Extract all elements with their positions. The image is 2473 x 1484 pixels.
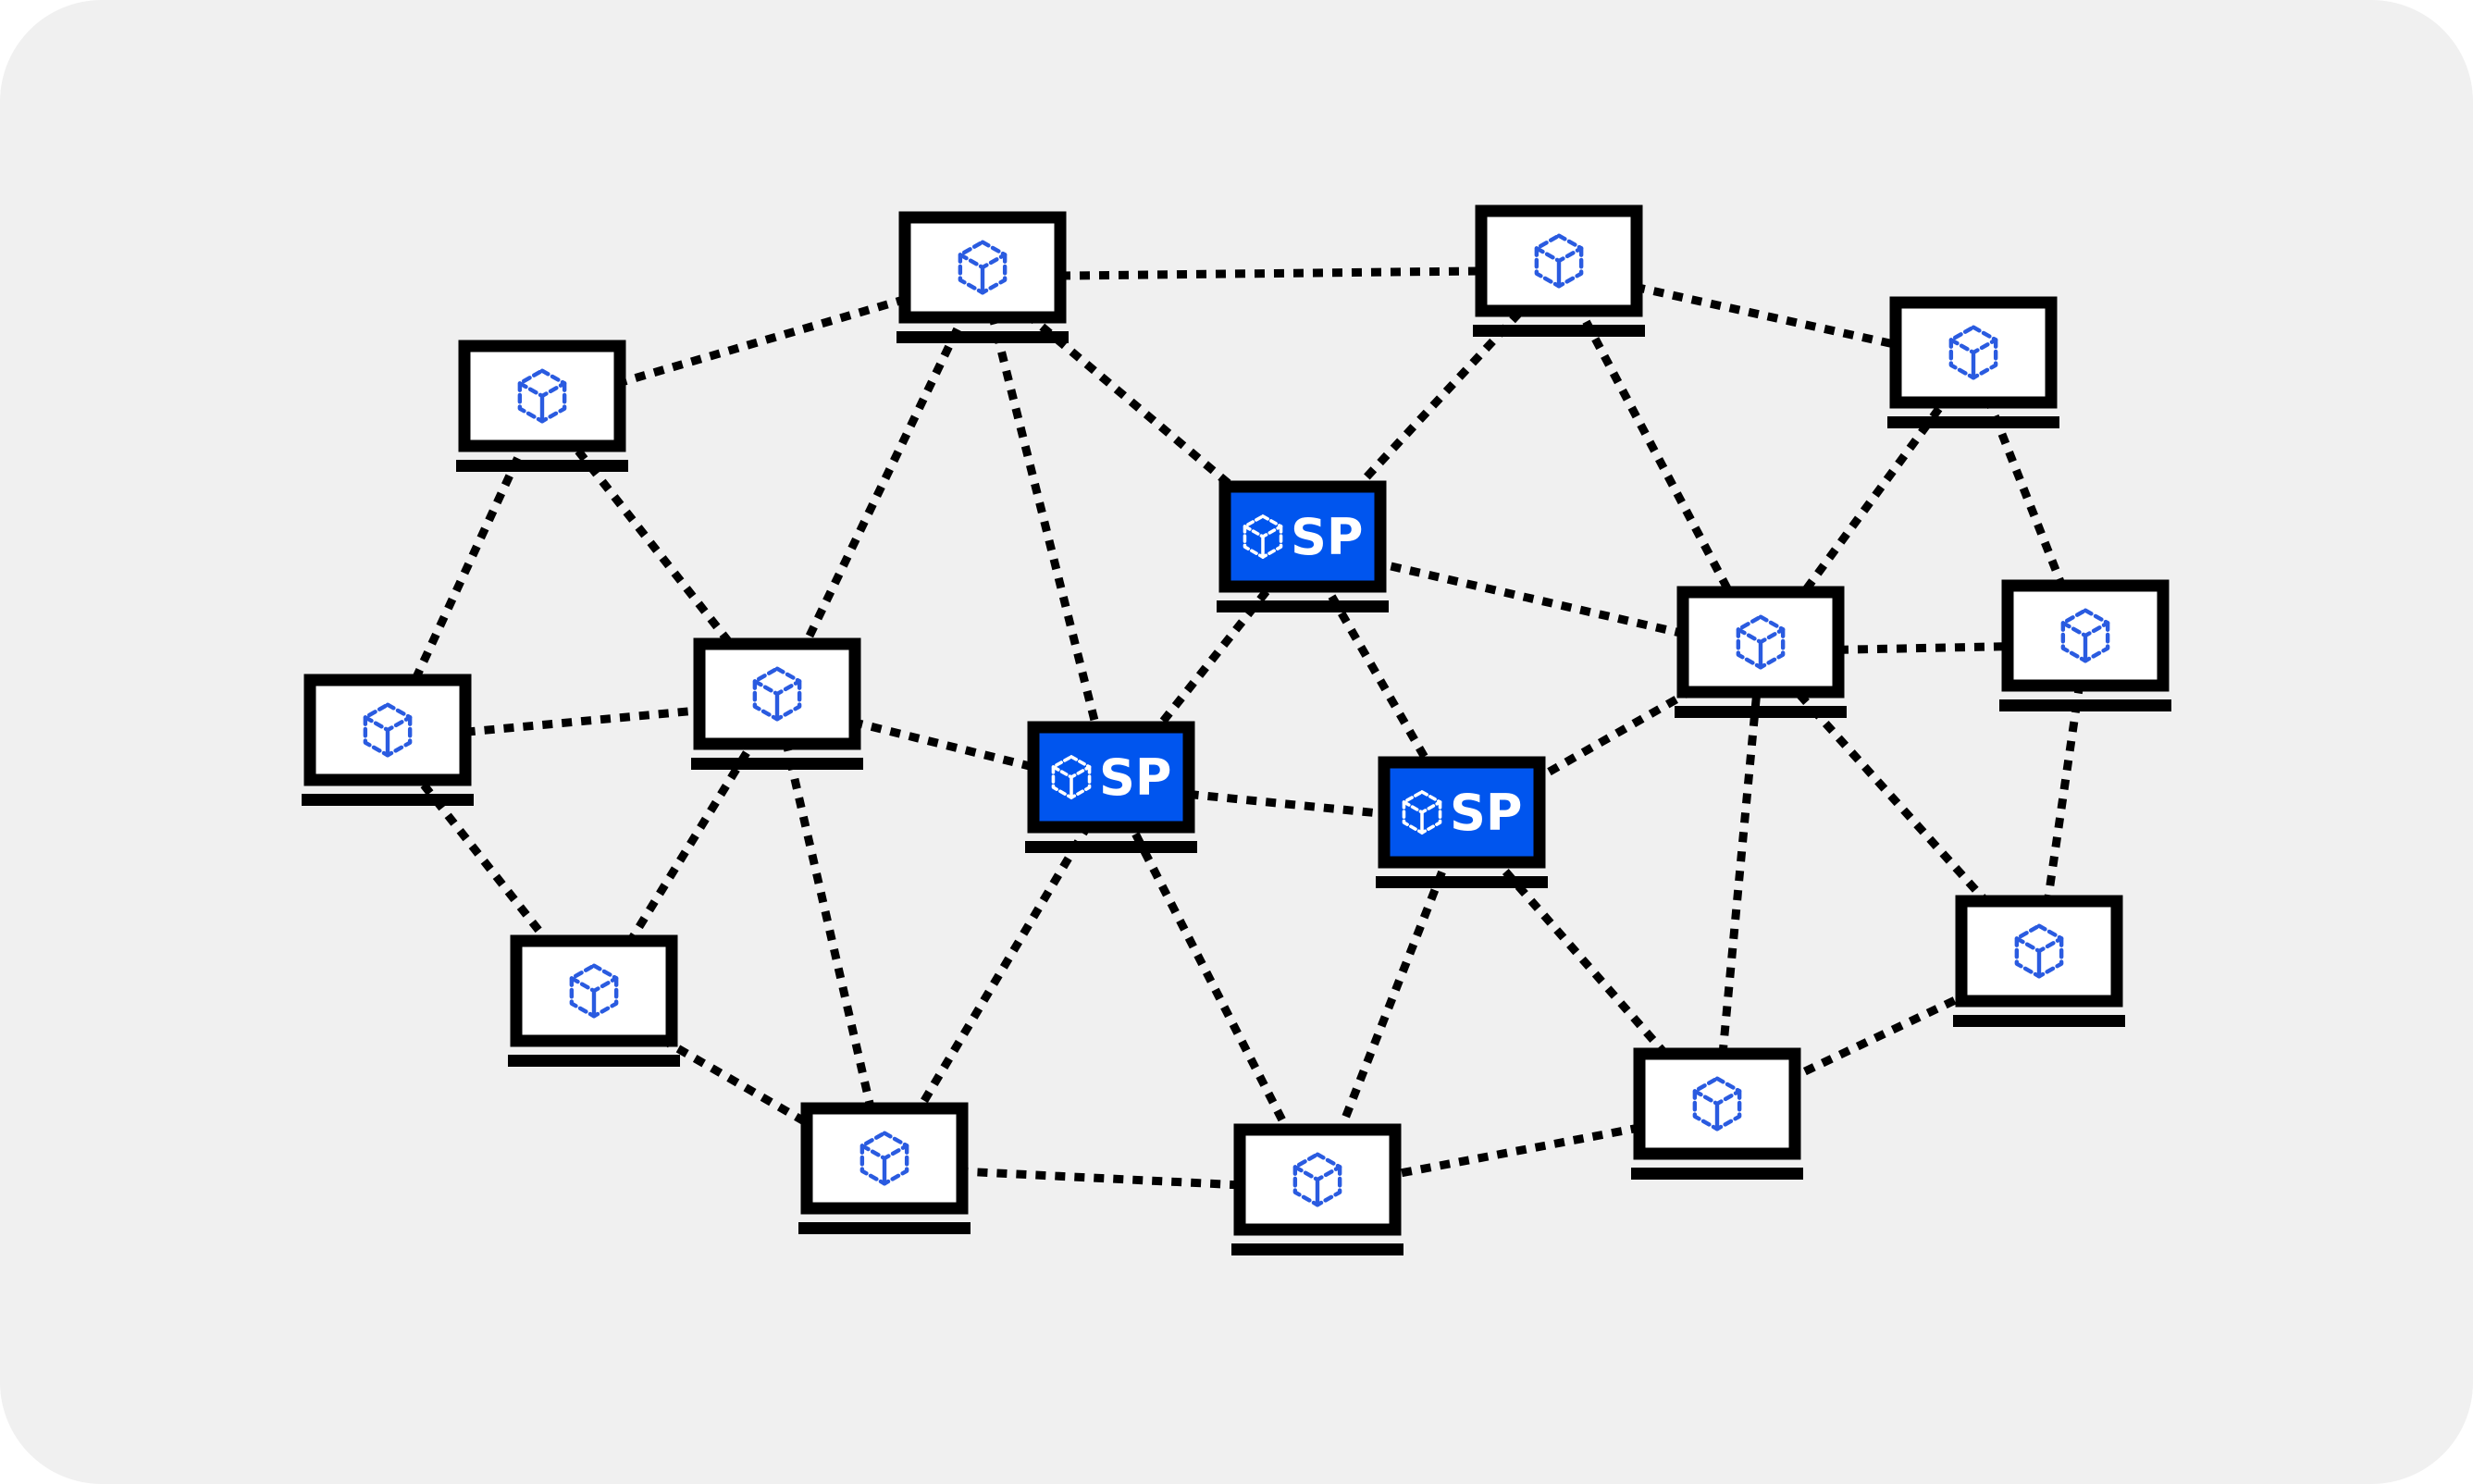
connection-line bbox=[982, 266, 1560, 281]
laptop-screen bbox=[1889, 296, 2058, 409]
laptop-node[interactable] bbox=[1631, 1047, 1803, 1180]
connection-line bbox=[1713, 650, 1765, 1114]
laptop-node[interactable] bbox=[691, 637, 863, 770]
laptop-node[interactable] bbox=[1999, 579, 2171, 711]
laptop-base bbox=[302, 794, 474, 806]
block-cube-icon bbox=[1292, 1152, 1342, 1207]
block-cube-icon bbox=[1402, 790, 1442, 835]
laptop-screen bbox=[1218, 480, 1387, 593]
laptop-base bbox=[1376, 876, 1548, 888]
sp-label: SP bbox=[1291, 508, 1363, 566]
laptop-base bbox=[456, 460, 628, 472]
sp-laptop-node[interactable]: SP bbox=[1376, 756, 1548, 888]
connection-line bbox=[773, 701, 889, 1169]
block-cube-icon bbox=[1736, 614, 1786, 670]
laptop-node[interactable] bbox=[1231, 1123, 1403, 1255]
sp-laptop-node[interactable]: SP bbox=[1025, 721, 1197, 853]
laptop-node[interactable] bbox=[896, 211, 1069, 343]
connection-line bbox=[2034, 644, 2090, 961]
block-cube-icon bbox=[958, 240, 1008, 295]
connection-line bbox=[884, 1163, 1318, 1193]
laptop-base bbox=[1953, 1015, 2125, 1027]
laptop-screen bbox=[1027, 721, 1195, 834]
laptop-base bbox=[508, 1055, 680, 1067]
block-cube-icon bbox=[2014, 923, 2064, 979]
connection-line bbox=[1760, 640, 2086, 656]
laptop-screen bbox=[1378, 756, 1546, 869]
laptop-node[interactable] bbox=[302, 674, 474, 806]
laptop-base bbox=[1675, 706, 1847, 718]
block-cube-icon bbox=[363, 702, 413, 758]
laptop-node[interactable] bbox=[456, 340, 628, 472]
block-cube-icon bbox=[2060, 608, 2110, 663]
block-cube-icon bbox=[859, 1131, 909, 1186]
laptop-screen bbox=[800, 1102, 969, 1215]
block-cube-icon bbox=[569, 963, 619, 1019]
sp-label: SP bbox=[1099, 748, 1171, 807]
laptop-node[interactable] bbox=[1887, 296, 2059, 428]
block-cube-icon bbox=[1692, 1076, 1742, 1132]
laptop-node[interactable] bbox=[798, 1102, 971, 1234]
laptop-base bbox=[691, 758, 863, 770]
connection-line bbox=[978, 275, 1116, 788]
connection-line bbox=[1107, 784, 1322, 1192]
laptop-node[interactable] bbox=[508, 934, 680, 1067]
connection-line bbox=[1299, 543, 1465, 824]
block-cube-icon bbox=[752, 666, 802, 722]
laptop-base bbox=[1887, 416, 2059, 428]
laptop-base bbox=[1999, 699, 2171, 711]
connections-layer bbox=[383, 266, 2090, 1193]
sp-laptop-node[interactable]: SP bbox=[1217, 480, 1389, 612]
laptop-base bbox=[1231, 1243, 1403, 1255]
laptop-base bbox=[896, 331, 1069, 343]
block-cube-icon bbox=[1948, 325, 1998, 380]
block-cube-icon bbox=[1534, 233, 1584, 289]
laptop-base bbox=[798, 1222, 971, 1234]
sp-label: SP bbox=[1450, 784, 1522, 842]
laptop-node[interactable] bbox=[1473, 204, 1645, 337]
block-cube-icon bbox=[517, 368, 567, 424]
laptop-node[interactable] bbox=[1953, 895, 2125, 1027]
laptop-base bbox=[1025, 841, 1197, 853]
nodes-layer: SP SP SP bbox=[302, 204, 2171, 1255]
laptop-node[interactable] bbox=[1675, 586, 1847, 718]
block-cube-icon bbox=[1051, 755, 1092, 799]
laptop-base bbox=[1217, 600, 1389, 612]
laptop-base bbox=[1473, 325, 1645, 337]
connection-line bbox=[773, 275, 987, 705]
block-cube-icon bbox=[1243, 514, 1283, 559]
laptop-base bbox=[1631, 1168, 1803, 1180]
